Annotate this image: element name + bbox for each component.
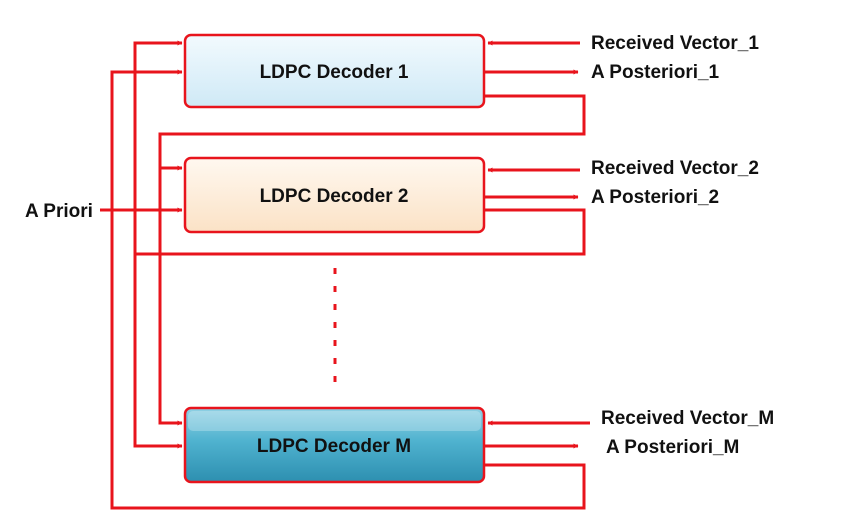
- received-vector-2-label: Received Vector_2: [591, 158, 759, 179]
- wiring: [100, 40, 590, 510]
- received-vector-m-label: Received Vector_M: [601, 408, 774, 429]
- a-priori-label: A Priori: [25, 201, 93, 222]
- feedback-loop-1: [158, 94, 586, 426]
- received-vector-1-label: Received Vector_1: [591, 33, 759, 54]
- feedback-loop-2: [133, 208, 586, 449]
- decoder-box-m: LDPC Decoder M: [183, 406, 486, 484]
- bus-to-decoder-1: [133, 40, 183, 254]
- decoder-title-2: LDPC Decoder 2: [260, 186, 409, 207]
- feedback-loop-m: [110, 69, 586, 510]
- decoder-title-m: LDPC Decoder M: [257, 436, 411, 457]
- decoder-box-1: LDPC Decoder 1: [183, 33, 486, 109]
- a-posteriori-2-label: A Posteriori_2: [591, 187, 719, 208]
- decoder-title-1: LDPC Decoder 1: [260, 62, 409, 83]
- a-posteriori-1-label: A Posteriori_1: [591, 62, 720, 83]
- a-posteriori-m-label: A Posteriori_M: [606, 437, 739, 458]
- decoder-box-2: LDPC Decoder 2: [183, 156, 486, 234]
